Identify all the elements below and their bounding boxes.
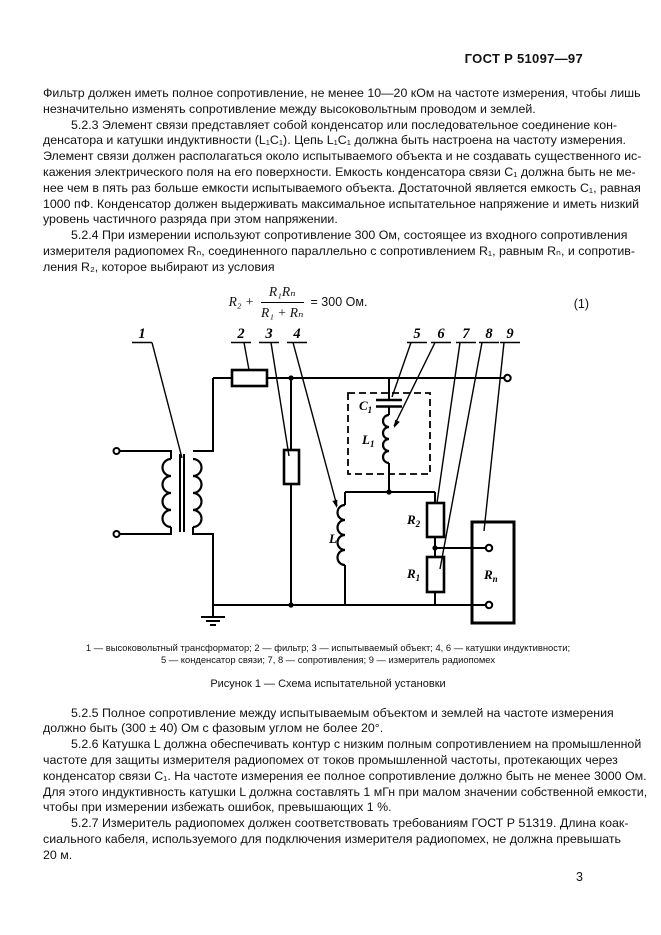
callout-7: 7: [462, 326, 470, 342]
paragraph-5-2-7: 5.2.7 Измеритель радиопомех должен соотв…: [43, 816, 629, 862]
callouts: 1 2 3 4 5 6 7 8 9: [132, 326, 520, 569]
paragraph-5-2-3: 5.2.3 Элемент связи представляет собой к…: [43, 117, 642, 227]
component-labels: C1 L1 L R2 R1 Rп: [328, 398, 498, 584]
svg-text:L1: L1: [361, 432, 374, 449]
callout-5: 5: [413, 326, 420, 342]
page-title: ГОСТ Р 51097—97: [464, 51, 583, 66]
ground-icon: [201, 604, 225, 626]
formula-rhs: = 300 Ом.: [310, 295, 368, 310]
svg-text:R2: R2: [406, 512, 421, 529]
figure-legend-line2: 5 — конденсатор связи; 7, 8 — сопротивле…: [160, 653, 496, 665]
figure-legend: 1 — высоковольтный трансформатор; 2 — фи…: [43, 642, 613, 666]
callout-1: 1: [138, 326, 145, 342]
paragraph-5-2-6: 5.2.6 Катушка L должна обеспечивать конт…: [43, 737, 648, 815]
formula-denominator: R₁ + Rₙ: [261, 304, 304, 320]
inductor-l-icon: [336, 503, 346, 566]
svg-text:Rп: Rп: [483, 567, 498, 584]
formula-expression: R₂ + R₁Rₙ R₁ + Rₙ = 300 Ом.: [229, 284, 368, 321]
formula-fraction: R₁Rₙ R₁ + Rₙ: [261, 284, 304, 321]
inductor-l1-icon: [381, 413, 390, 464]
page-number: 3: [576, 869, 583, 884]
figure-legend-line1: 1 — высоковольтный трансформатор; 2 — фи…: [85, 641, 571, 653]
formula-number: (1): [573, 296, 589, 311]
figure-schematic: C1 L1 L R2 R1 Rп 1 2 3 4 5 6 7 8: [112, 326, 520, 626]
callout-9: 9: [506, 326, 513, 342]
formula-numerator: R₁Rₙ: [261, 284, 304, 303]
figure-caption: Рисунок 1 — Схема испытательной установк…: [210, 677, 446, 690]
paragraph-5-2-4: 5.2.4 При измерении используют сопротивл…: [43, 228, 635, 274]
callout-3: 3: [264, 326, 272, 342]
filter-icon: [230, 368, 269, 387]
callout-4: 4: [292, 326, 300, 342]
formula-1: R₂ + R₁Rₙ R₁ + Rₙ = 300 Ом. (1): [43, 282, 589, 326]
junction-dots: [288, 374, 438, 608]
coupling-capacitor-icon: [376, 398, 402, 408]
callout-8: 8: [485, 326, 493, 342]
paragraph-intro: Фильтр должен иметь полное сопротивление…: [43, 86, 641, 116]
paragraph-5-2-5: 5.2.5 Полное сопротивление между испытыв…: [43, 705, 614, 736]
coupling-element: [347, 391, 431, 475]
transformer-icon: [112, 446, 203, 538]
callout-2: 2: [236, 326, 244, 342]
output-terminal: [503, 373, 512, 382]
callout-6: 6: [437, 326, 445, 342]
resistor-r1-icon: [425, 555, 446, 593]
test-object-icon: [282, 448, 301, 485]
svg-text:C1: C1: [359, 398, 372, 415]
resistor-r2-icon: [425, 501, 446, 538]
svg-text:R1: R1: [406, 566, 420, 583]
meter-icon: [470, 520, 516, 625]
formula-lhs: R₂ +: [228, 294, 254, 310]
svg-text:L: L: [328, 531, 337, 546]
